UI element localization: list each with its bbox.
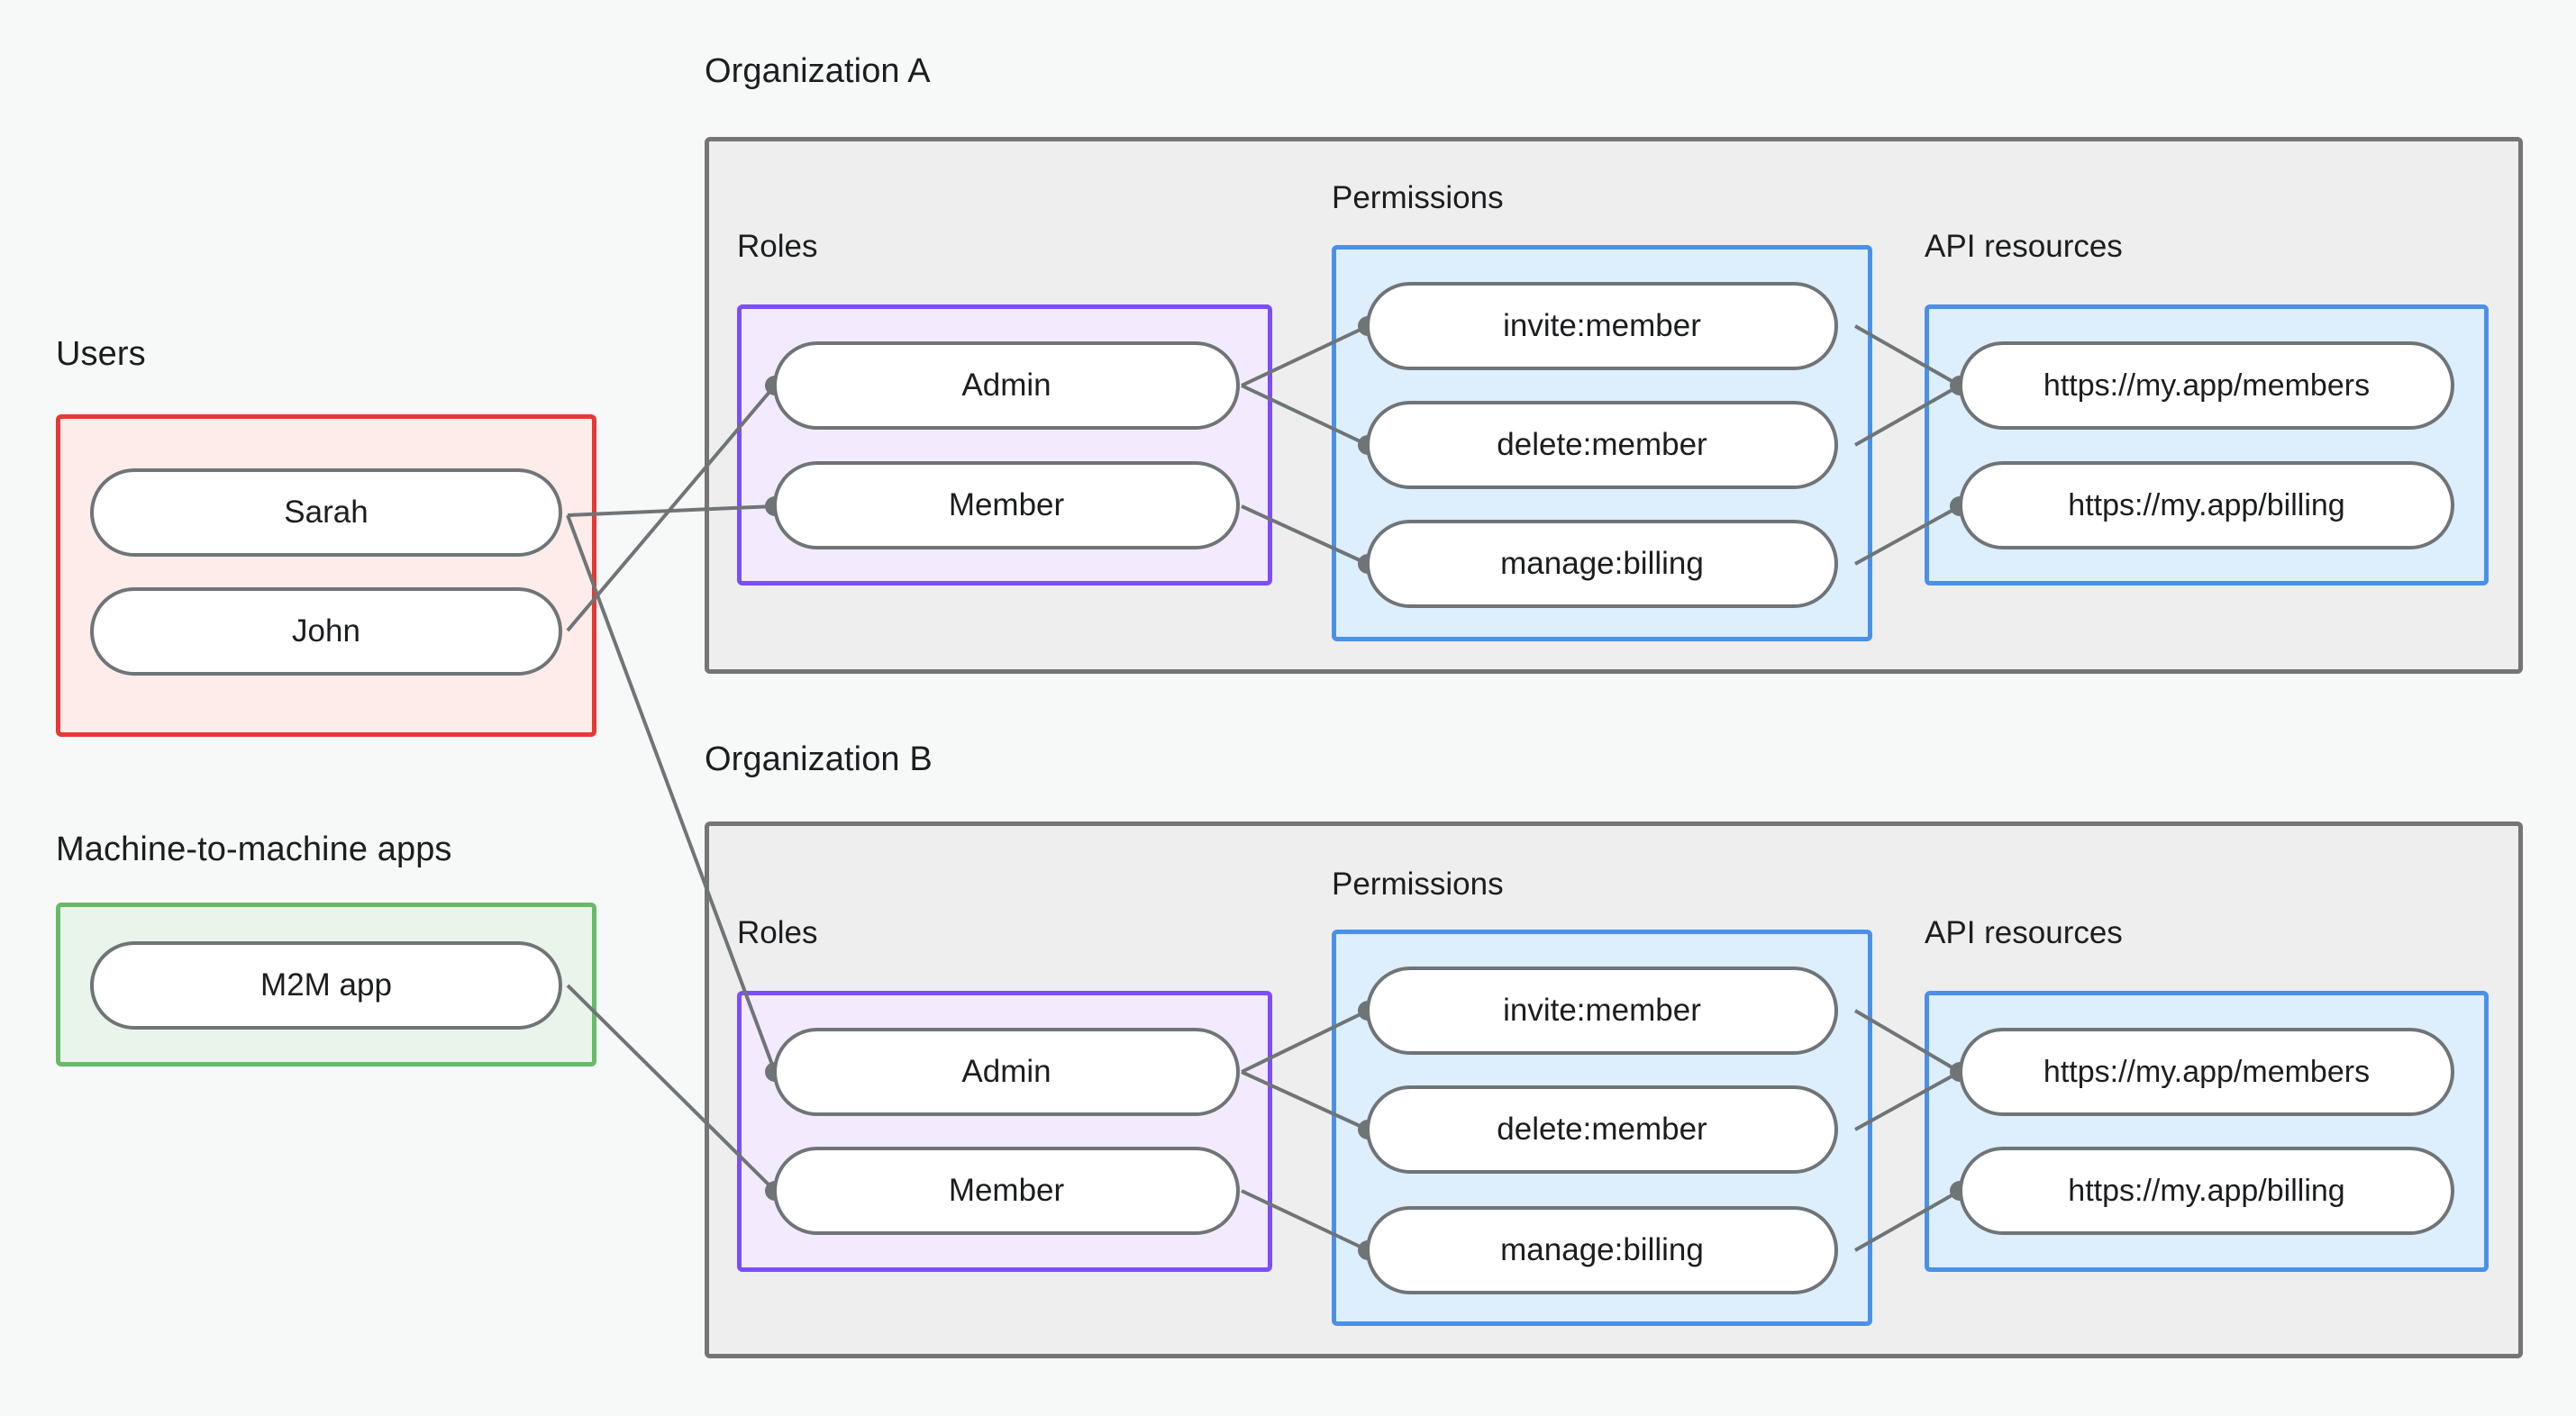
org-a-api-resources-label: API resources	[1925, 229, 2123, 264]
org-b-roles-label: Roles	[737, 915, 818, 950]
org-a-api-pill-members[interactable]: https://my.app/members	[1959, 341, 2454, 430]
org-b-permission-pill-invite-member[interactable]: invite:member	[1366, 967, 1838, 1055]
user-pill-sarah[interactable]: Sarah	[90, 468, 562, 557]
users-group-box	[56, 414, 596, 737]
org-b-api-pill-billing[interactable]: https://my.app/billing	[1959, 1147, 2454, 1235]
org-a-roles-label: Roles	[737, 229, 818, 264]
org-b-permission-pill-manage-billing[interactable]: manage:billing	[1366, 1206, 1838, 1294]
org-b-role-pill-member[interactable]: Member	[773, 1147, 1240, 1235]
org-a-permission-pill-manage-billing[interactable]: manage:billing	[1366, 520, 1838, 608]
org-a-permissions-label: Permissions	[1332, 180, 1504, 215]
org-b-api-resources-label: API resources	[1925, 915, 2123, 950]
org-b-label: Organization B	[705, 740, 933, 778]
m2m-group-label: Machine-to-machine apps	[56, 831, 452, 868]
org-b-api-pill-members[interactable]: https://my.app/members	[1959, 1028, 2454, 1116]
m2m-pill-app[interactable]: M2M app	[90, 941, 562, 1030]
user-pill-john[interactable]: John	[90, 587, 562, 676]
org-b-permissions-label: Permissions	[1332, 867, 1504, 902]
org-a-permission-pill-delete-member[interactable]: delete:member	[1366, 401, 1838, 489]
org-a-permission-pill-invite-member[interactable]: invite:member	[1366, 282, 1838, 370]
org-b-role-pill-admin[interactable]: Admin	[773, 1028, 1240, 1116]
org-a-api-pill-billing[interactable]: https://my.app/billing	[1959, 461, 2454, 549]
users-group-label: Users	[56, 335, 146, 373]
org-a-label: Organization A	[705, 52, 931, 90]
org-a-role-pill-admin[interactable]: Admin	[773, 341, 1240, 430]
org-a-role-pill-member[interactable]: Member	[773, 461, 1240, 549]
org-b-permission-pill-delete-member[interactable]: delete:member	[1366, 1085, 1838, 1174]
